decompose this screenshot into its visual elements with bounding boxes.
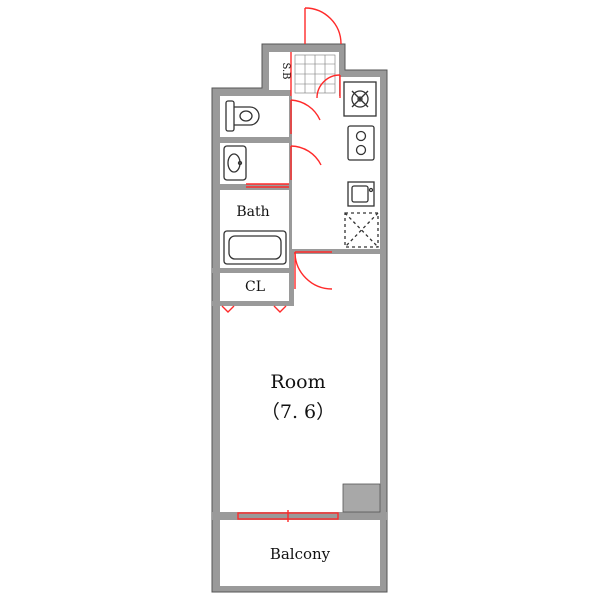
fixtures: [223, 54, 379, 265]
closet-bottom-wall: [212, 301, 294, 306]
kitchen-space: [340, 77, 380, 250]
balcony-label: Balcony: [270, 545, 331, 563]
bath-sliding-door: [246, 183, 289, 188]
sb-space: [269, 52, 291, 90]
room-top-wall: [292, 249, 384, 254]
walls: [211, 43, 388, 593]
room-door: [294, 251, 333, 290]
room-label: Room: [270, 371, 325, 393]
balcony-space: [220, 520, 380, 586]
washroom-door: [290, 145, 322, 180]
cooktop-icon: [347, 125, 375, 161]
fridge-space-icon: [344, 212, 379, 248]
closet-label: CL: [245, 279, 265, 295]
room-size-label: （7. 6）: [261, 401, 335, 423]
entry-tiles: [294, 54, 336, 94]
column: [342, 483, 381, 513]
closet-partition: [212, 268, 292, 273]
washroom-space: [220, 143, 289, 184]
room-space-left: [220, 306, 292, 512]
sb-label: S.B: [280, 62, 291, 79]
toilet-door: [290, 99, 321, 134]
sink-icon: [347, 181, 375, 207]
washbasin-icon: [223, 145, 247, 181]
entry-door-small: [316, 74, 341, 99]
toilet-space: [220, 96, 289, 137]
closet-right-wall: [289, 254, 294, 306]
corridor-space: [292, 96, 344, 254]
entrance-door: [304, 7, 342, 45]
bath-label: Bath: [236, 204, 269, 220]
bathtub-icon: [223, 230, 287, 265]
toilet-icon: [225, 100, 260, 132]
balcony-wall: [212, 512, 387, 520]
doors: [221, 7, 342, 522]
closet-doors: [221, 305, 287, 313]
balcony-window: [237, 510, 339, 522]
labels: S.B Bath CL Room （7. 6） Balcony: [236, 62, 335, 563]
stove-icon: [343, 81, 377, 117]
